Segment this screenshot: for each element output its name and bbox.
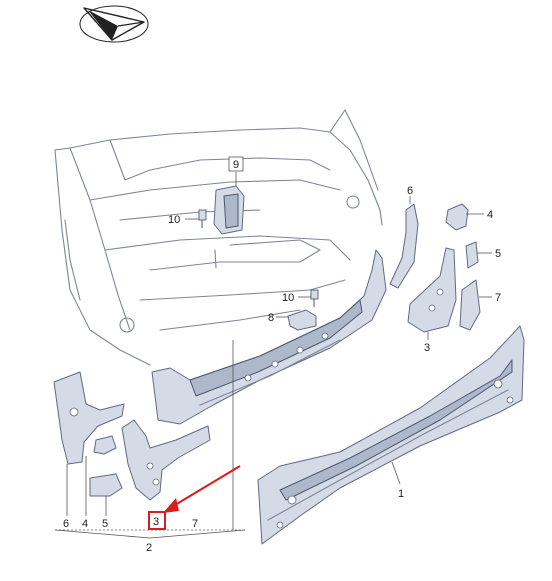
callout-8: 8 (268, 312, 274, 324)
callout-6-bottom: 6 (63, 518, 69, 530)
callout-6-right: 6 (407, 185, 413, 197)
part-3-right (407, 247, 457, 340)
car-body-outline (54, 109, 383, 366)
part-6-bottom (53, 371, 125, 516)
callout-4-bottom: 4 (82, 518, 88, 530)
callout-5-right: 5 (495, 248, 501, 260)
part-10-upper-bolt (185, 209, 207, 228)
rear-crossmember (151, 249, 387, 425)
callout-1: 1 (398, 488, 404, 500)
part-3-bottom (121, 419, 211, 501)
callout-10-upper: 10 (168, 214, 180, 226)
callout-9: 9 (233, 159, 239, 171)
part-8-bracket (276, 309, 317, 331)
callout-3-right: 3 (424, 342, 430, 354)
callout-7-right: 7 (495, 292, 501, 304)
part-6-right (389, 196, 419, 289)
highlight-box (148, 511, 166, 530)
part-1-rear-panel (257, 325, 525, 545)
group-2-bracket (54, 340, 246, 539)
callout-5-bottom: 5 (102, 518, 108, 530)
callout-3-bottom: 3 (153, 516, 159, 528)
highlight-arrow (163, 465, 241, 513)
part-4-bottom (85, 435, 117, 516)
callout-7-bottom: 7 (192, 518, 198, 530)
callout-2: 2 (146, 542, 152, 554)
part-9-bracket (213, 172, 245, 235)
callout-10-lower: 10 (282, 292, 294, 304)
paper-plane-logo (79, 5, 149, 43)
part-5-bottom (89, 473, 123, 516)
part-10-lower-bolt (298, 289, 319, 307)
part-4-right (445, 203, 484, 231)
callout-4-right: 4 (487, 209, 493, 221)
part-5-right (465, 241, 492, 269)
part-7-right (459, 279, 492, 331)
